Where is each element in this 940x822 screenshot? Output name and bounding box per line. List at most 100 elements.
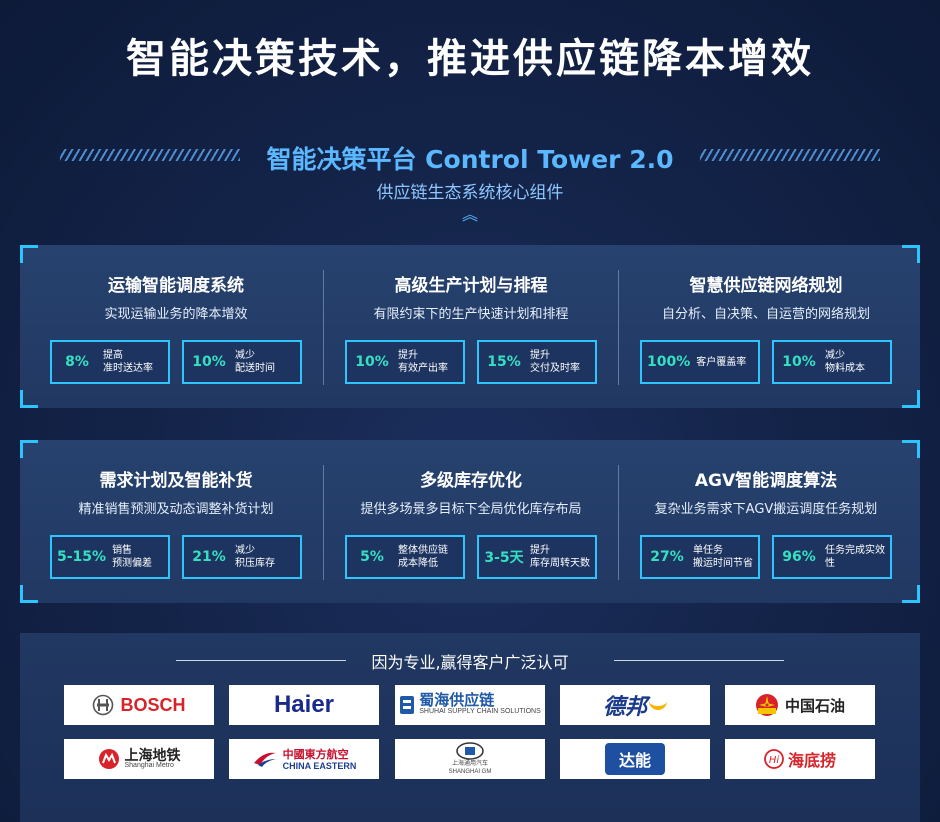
client-logo-shanghai-metro: 上海地铁 Shanghai Metro xyxy=(64,739,214,779)
client-name: 海底捞 xyxy=(787,753,836,770)
corner-bracket xyxy=(20,585,38,603)
divider-line xyxy=(176,660,346,661)
client-logo-haidilao: Hi 海底捞 xyxy=(725,739,875,779)
column-divider xyxy=(618,270,619,385)
client-name: BOSCH xyxy=(120,694,186,715)
client-name: 德邦 xyxy=(602,694,647,719)
deppon-swoosh-icon xyxy=(649,700,667,710)
corner-bracket xyxy=(20,390,38,408)
metric-label: 客户覆盖率 xyxy=(696,356,747,368)
solution-card: AGV智能调度算法 复杂业务需求下AGV搬运调度任务规划 27% 单任务 搬运时… xyxy=(618,440,914,603)
column-divider xyxy=(323,270,324,385)
metric-value: 5-15% xyxy=(57,549,107,565)
metric-value: 96% xyxy=(782,549,816,565)
svg-text:Hi: Hi xyxy=(769,755,780,766)
solution-description: 精准销售预测及动态调整补货计划 xyxy=(78,502,274,517)
client-subtitle: Shanghai Metro xyxy=(124,762,174,769)
metric-box: 5% 整体供应链 成本降低 xyxy=(345,535,465,579)
clients-section: 因为专业,赢得客户广泛认可 BOSCH Haier 蜀海供应链 SHUHAI S… xyxy=(20,633,920,822)
metric-label: 整体供应链 成本降低 xyxy=(398,545,448,569)
metric-label: 减少 物料成本 xyxy=(825,350,865,374)
metric-label: 单任务 搬运时间节省 xyxy=(693,545,753,569)
petrochina-icon xyxy=(755,694,778,716)
metric-label: 提升 交付及时率 xyxy=(530,350,580,374)
client-logo-shuhai: 蜀海供应链 SHUHAI SUPPLY CHAIN SOLUTIONS xyxy=(395,685,545,725)
solution-description: 复杂业务需求下AGV搬运调度任务规划 xyxy=(654,502,878,517)
metric-label: 减少 配送时间 xyxy=(235,350,275,374)
metric-label: 提高 准时送达率 xyxy=(103,350,153,374)
solution-description: 实现运输业务的降本增效 xyxy=(104,307,248,322)
metric-value: 10% xyxy=(782,354,816,370)
corner-bracket xyxy=(20,440,38,458)
metric-value: 3-5天 xyxy=(484,550,524,566)
solution-title: AGV智能调度算法 xyxy=(694,471,838,491)
metric-value: 100% xyxy=(647,354,691,370)
chevron-up-icon: ︽ xyxy=(461,205,478,224)
column-divider xyxy=(618,465,619,580)
solution-title: 运输智能调度系统 xyxy=(108,276,244,296)
client-subtitle: CHINA EASTERN xyxy=(282,761,357,771)
client-logo-petrochina: 中国石油 xyxy=(725,685,875,725)
metric-label: 任务完成实效性 xyxy=(825,545,885,569)
solution-card: 需求计划及智能补货 精准销售预测及动态调整补货计划 5-15% 销售 预测偏差 … xyxy=(28,440,324,603)
client-logo-shanghai-gm: 上海通用汽车 SHANGHAI GM xyxy=(395,739,545,779)
metric-value: 10% xyxy=(192,354,226,370)
client-name: 上海地铁 xyxy=(124,747,181,763)
metric-value: 8% xyxy=(65,354,89,370)
metro-icon xyxy=(98,749,119,769)
client-logo-daneng: 达能 xyxy=(560,739,710,779)
metric-value: 15% xyxy=(487,354,521,370)
solution-title: 需求计划及智能补货 xyxy=(99,471,253,491)
client-name: 达能 xyxy=(618,753,651,770)
client-subtitle: SHANGHAI GM xyxy=(448,769,492,775)
solution-card: 智慧供应链网络规划 自分析、自决策、自运营的网络规划 100% 客户覆盖率 10… xyxy=(618,245,914,408)
client-logo-deppon: 德邦 xyxy=(560,685,710,725)
metric-value: 21% xyxy=(192,549,226,565)
metric-value: 27% xyxy=(650,549,684,565)
solution-description: 有限约束下的生产快速计划和排程 xyxy=(373,307,569,322)
corner-bracket xyxy=(902,585,920,603)
metric-label: 销售 预测偏差 xyxy=(112,545,153,569)
solution-card: 运输智能调度系统 实现运输业务的降本增效 8% 提高 准时送达率 10% 减少 … xyxy=(28,245,324,408)
metric-label: 提升 有效产出率 xyxy=(398,350,448,374)
metric-box: 15% 提升 交付及时率 xyxy=(477,340,597,384)
metric-box: 100% 客户覆盖率 xyxy=(640,340,760,384)
client-name: 上海通用汽车 xyxy=(451,761,488,767)
bosch-icon xyxy=(93,694,114,716)
divider-line xyxy=(614,660,784,661)
metric-box: 8% 提高 准时送达率 xyxy=(50,340,170,384)
solutions-panel-2: 需求计划及智能补货 精准销售预测及动态调整补货计划 5-15% 销售 预测偏差 … xyxy=(20,440,920,603)
page-title: 智能决策技术，推进供应链降本增效 xyxy=(126,36,814,82)
clients-heading: 因为专业,赢得客户广泛认可 xyxy=(20,649,920,673)
haidilao-icon: Hi xyxy=(764,749,784,769)
metric-label: 提升 库存周转天数 xyxy=(530,545,590,569)
client-badge: 达能 xyxy=(604,743,665,775)
china-eastern-icon xyxy=(253,752,276,767)
metric-box: 21% 减少 积压库存 xyxy=(182,535,302,579)
platform-title: 智能决策平台 Control Tower 2.0 xyxy=(266,145,674,174)
solutions-panel-1: 运输智能调度系统 实现运输业务的降本增效 8% 提高 准时送达率 10% 减少 … xyxy=(20,245,920,408)
client-logo-bosch: BOSCH xyxy=(64,685,214,725)
solution-description: 自分析、自决策、自运营的网络规划 xyxy=(661,307,870,322)
client-name: 中国石油 xyxy=(784,697,845,715)
platform-heading: 智能决策平台 Control Tower 2.0 xyxy=(0,140,940,174)
solution-description: 提供多场景多目标下全局优化库存布局 xyxy=(360,502,582,517)
client-name: 蜀海供应链 xyxy=(419,692,495,709)
decorative-stripes-left xyxy=(60,149,240,161)
corner-bracket xyxy=(902,390,920,408)
client-logo-china-eastern: 中國東方航空 CHINA EASTERN xyxy=(229,739,379,779)
metric-label: 减少 积压库存 xyxy=(235,545,275,569)
metric-box: 96% 任务完成实效性 xyxy=(772,535,892,579)
client-logo-haier: Haier xyxy=(229,685,379,725)
metric-box: 3-5天 提升 库存周转天数 xyxy=(477,535,597,579)
column-divider xyxy=(323,465,324,580)
metric-box: 10% 减少 配送时间 xyxy=(182,340,302,384)
solution-title: 高级生产计划与排程 xyxy=(394,276,548,296)
client-subtitle: SHUHAI SUPPLY CHAIN SOLUTIONS xyxy=(419,708,541,715)
solution-title: 多级库存优化 xyxy=(420,471,522,491)
shuhai-icon xyxy=(400,696,415,714)
corner-bracket xyxy=(902,245,920,263)
metric-box: 5-15% 销售 预测偏差 xyxy=(50,535,170,579)
metric-value: 5% xyxy=(360,549,384,565)
solution-title: 智慧供应链网络规划 xyxy=(689,276,843,296)
